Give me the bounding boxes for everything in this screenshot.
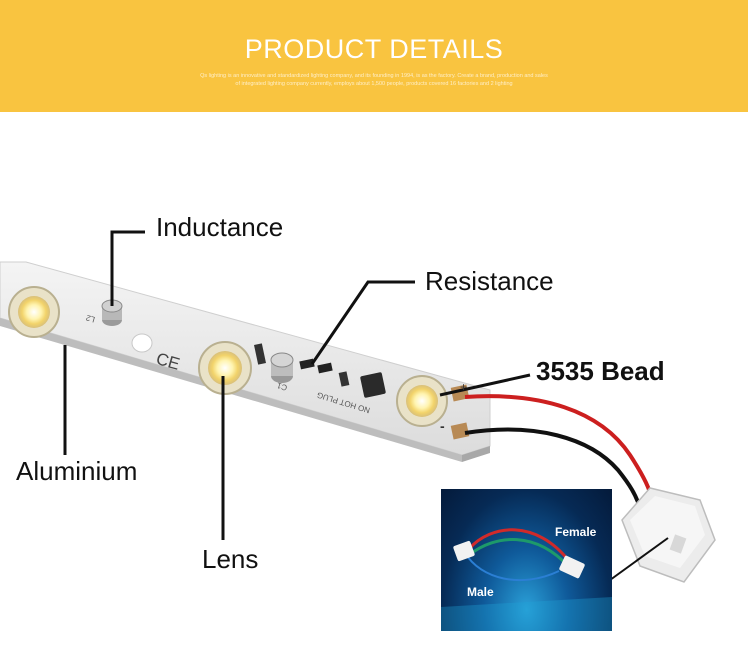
leader-resistance xyxy=(310,280,415,365)
label-lens: Lens xyxy=(202,544,259,574)
header-banner: PRODUCT DETAILS Qs lighting is an innova… xyxy=(0,0,748,112)
label-inductance: Inductance xyxy=(156,212,284,242)
label-3535-bead: 3535 Bead xyxy=(536,356,665,386)
wire-red xyxy=(464,394,654,501)
led-bead-2 xyxy=(198,341,252,395)
capacitor-c1 xyxy=(270,352,294,383)
pcb-plus-mark: + xyxy=(460,380,468,394)
pcb-minus-mark: - xyxy=(440,418,445,434)
inset-cable-drawing xyxy=(441,528,612,631)
leader-inductance xyxy=(110,230,145,306)
inset-label-male: Male xyxy=(467,585,494,599)
wire-black xyxy=(464,427,642,509)
driver-chip xyxy=(360,372,386,398)
mounting-hole xyxy=(131,333,153,353)
led-bead-3 xyxy=(396,375,448,427)
inset-label-female: Female xyxy=(555,525,597,539)
led-bead-1 xyxy=(8,286,60,338)
solder-pad-negative xyxy=(450,422,470,440)
connector-plug xyxy=(621,487,716,583)
resistor-components xyxy=(254,343,350,387)
connector-inset-photo: Female Male xyxy=(441,489,612,631)
label-aluminium: Aluminium xyxy=(16,456,138,486)
banner-title: PRODUCT DETAILS xyxy=(244,34,504,64)
banner-subtitle: Qs lighting is an innovative and standar… xyxy=(200,73,548,87)
label-resistance: Resistance xyxy=(425,266,554,296)
leader-bead xyxy=(439,373,531,397)
